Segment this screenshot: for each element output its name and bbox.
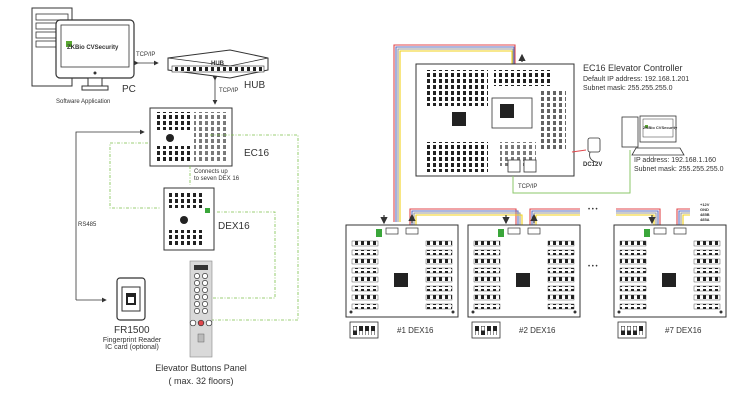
bus-connector-in bbox=[385, 227, 399, 235]
wire-label-485a: 485A bbox=[700, 217, 710, 222]
ellipsis-top: • • • bbox=[588, 207, 598, 213]
dip-lever bbox=[493, 326, 497, 335]
floor-button bbox=[194, 301, 200, 307]
bus-connector-out bbox=[405, 227, 419, 235]
module-2-label: #2 DEX16 bbox=[519, 326, 556, 335]
ec16-label: EC16 bbox=[244, 148, 270, 159]
bus-connector-out bbox=[527, 227, 541, 235]
controller-ip: Default IP address: 192.168.1.201 bbox=[583, 76, 690, 83]
controller-title: EC16 Elevator Controller bbox=[583, 63, 683, 73]
bus-connector-in bbox=[507, 227, 521, 235]
floor-button bbox=[202, 287, 208, 293]
elevator-buttons-panel bbox=[189, 260, 213, 358]
status-led bbox=[498, 229, 504, 237]
control-button bbox=[189, 319, 197, 327]
floor-button bbox=[194, 308, 200, 314]
reader-desc-line1: Fingerprint Reader bbox=[102, 337, 162, 344]
dip-lever bbox=[639, 326, 643, 335]
ec16-note-line1: Connects up bbox=[194, 169, 228, 175]
status-led bbox=[644, 229, 650, 237]
mcu-chip bbox=[662, 273, 676, 287]
bus-connector-in bbox=[653, 227, 667, 235]
bus-connector-out bbox=[673, 227, 687, 235]
wire-label-gnd: GND bbox=[700, 207, 709, 212]
dc12v-adapter bbox=[571, 137, 601, 163]
ec16-board-small bbox=[149, 107, 233, 167]
floor-button bbox=[202, 280, 208, 286]
floor-button bbox=[202, 294, 208, 300]
dex16-label: DEX16 bbox=[218, 221, 250, 232]
rs485-label: RS485 bbox=[78, 222, 97, 228]
hub-ec16-link-label: TCP/IP bbox=[219, 88, 239, 94]
dip-lever bbox=[371, 326, 375, 335]
dex16-board-small bbox=[163, 187, 215, 251]
floor-button bbox=[202, 301, 208, 307]
dip-switch bbox=[349, 321, 379, 339]
reader-label: FR1500 bbox=[114, 325, 150, 336]
workstation-screen-brand: ZKBio CVSecurity bbox=[643, 125, 678, 130]
status-led bbox=[376, 229, 382, 237]
hub-device bbox=[167, 49, 269, 79]
reader-desc-line2: IC card (optional) bbox=[105, 344, 159, 351]
module-1-label: #1 DEX16 bbox=[397, 326, 434, 335]
pc-monitor bbox=[55, 19, 135, 91]
dip-lever bbox=[475, 326, 479, 335]
wire-label-12v: +12V bbox=[700, 202, 710, 207]
pc-screen-brand: ZKBio CVSecurity bbox=[67, 45, 119, 51]
dip-switch bbox=[471, 321, 501, 339]
tcp-link-label: TCP/IP bbox=[518, 184, 538, 190]
control-button bbox=[205, 319, 213, 327]
floor-button bbox=[194, 294, 200, 300]
dip-switch bbox=[617, 321, 647, 339]
pc-hub-link-label: TCP/IP bbox=[136, 52, 156, 58]
hub-label: HUB bbox=[244, 80, 266, 91]
workstation-mask: Subnet mask: 255.255.255.0 bbox=[634, 166, 724, 173]
wire-label-485b: 485B bbox=[700, 212, 710, 217]
module-7-label: #7 DEX16 bbox=[665, 326, 702, 335]
fr1500-reader bbox=[116, 277, 146, 321]
pc-caption: Software Application bbox=[56, 99, 111, 105]
workstation bbox=[621, 115, 685, 156]
control-button bbox=[197, 319, 205, 327]
ec16-board bbox=[415, 63, 575, 177]
floor-button bbox=[202, 273, 208, 279]
mcu-chip bbox=[394, 273, 408, 287]
floor-button bbox=[202, 308, 208, 314]
panel-label-line2: ( max. 32 floors) bbox=[168, 376, 234, 386]
ec16-note-line2: to seven DEX 16 bbox=[194, 176, 240, 182]
dip-lever bbox=[359, 326, 363, 335]
floor-button bbox=[194, 280, 200, 286]
hub-device-text: HUB bbox=[211, 61, 224, 67]
power-label: DC12V bbox=[583, 162, 603, 168]
ellipsis-middle: • • • bbox=[588, 264, 598, 270]
dex16-module-1 bbox=[345, 213, 459, 318]
dex16-module-2 bbox=[467, 213, 581, 318]
mcu-chip bbox=[516, 273, 530, 287]
dex16-module-3 bbox=[613, 215, 727, 318]
dip-lever bbox=[365, 326, 369, 335]
workstation-ip: IP address: 192.168.1.160 bbox=[634, 157, 716, 164]
panel-label-line1: Elevator Buttons Panel bbox=[155, 363, 247, 373]
controller-mask: Subnet mask: 255.255.255.0 bbox=[583, 85, 673, 92]
floor-button bbox=[194, 287, 200, 293]
floor-button bbox=[194, 273, 200, 279]
dip-lever bbox=[487, 326, 491, 335]
pc-label: PC bbox=[122, 84, 136, 95]
dashed-links bbox=[109, 134, 299, 321]
